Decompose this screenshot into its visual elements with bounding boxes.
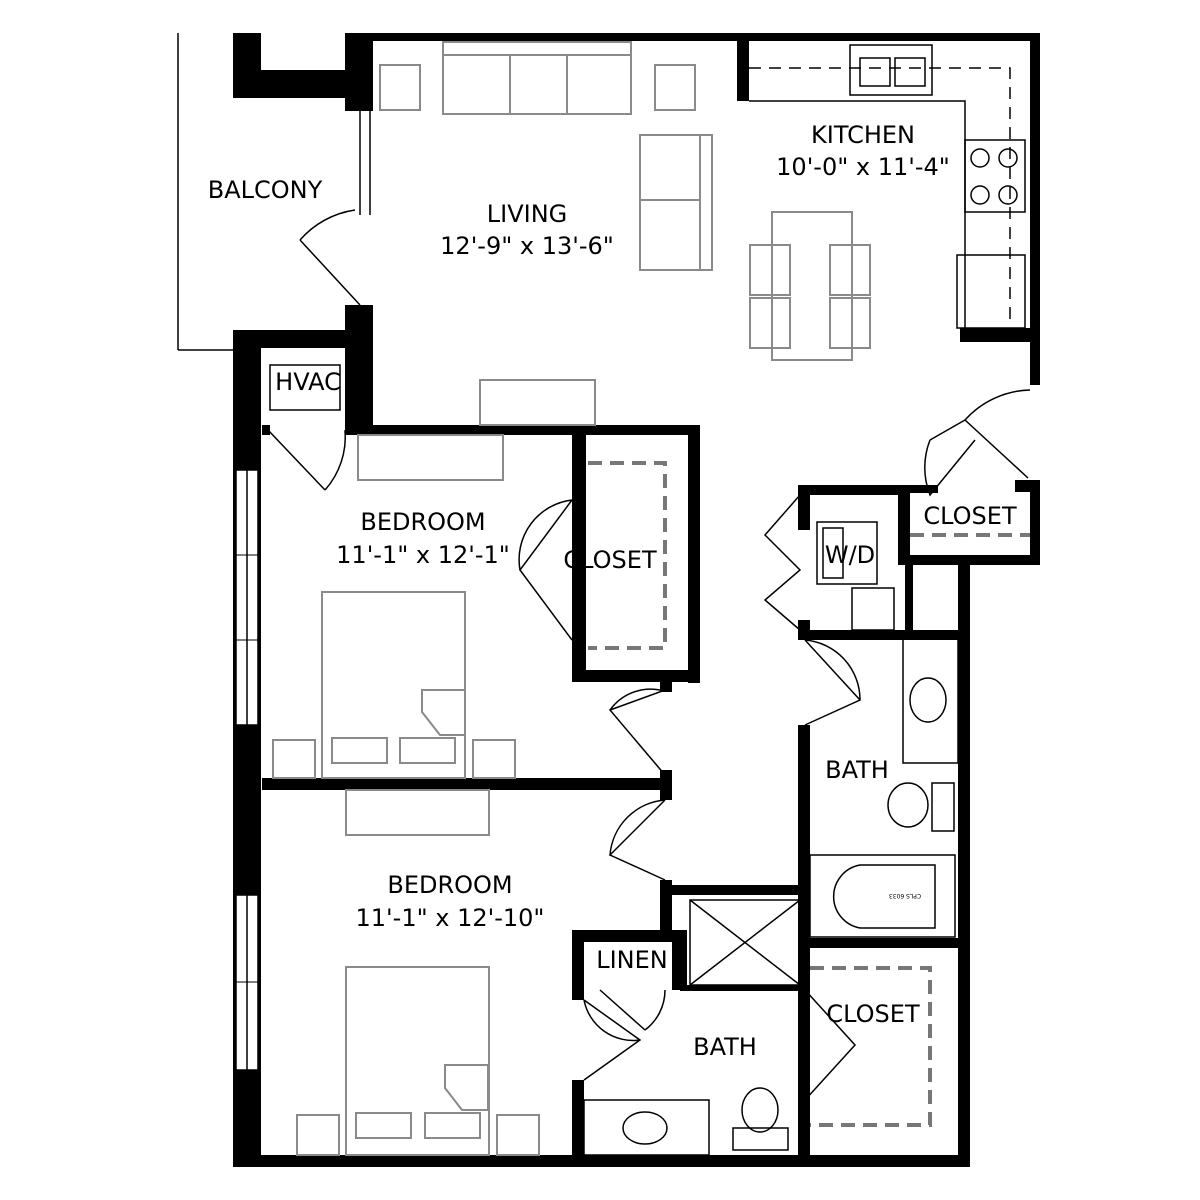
shower-icon xyxy=(689,899,801,986)
room-size-living: 12'-9" x 13'-6" xyxy=(440,232,614,260)
room-size-kitchen: 10'-0" x 11'-4" xyxy=(776,153,950,181)
sink-icon xyxy=(849,44,933,96)
walls xyxy=(233,33,1040,1167)
dresser-icon xyxy=(357,434,504,481)
room-label-bedroom-2: BEDROOM xyxy=(387,871,512,899)
vanity-icon xyxy=(902,637,959,764)
dining-table-icon xyxy=(771,211,853,361)
bathtub-icon xyxy=(809,854,956,938)
vanity-icon xyxy=(583,1099,710,1156)
furniture xyxy=(272,41,1030,1156)
doors xyxy=(267,110,1031,1101)
room-label-bedroom-2-closet: CLOSET xyxy=(826,1000,920,1028)
toilet-icon xyxy=(887,782,929,828)
armchair-icon xyxy=(639,134,713,271)
balcony xyxy=(177,33,233,351)
room-label-entry-closet: CLOSET xyxy=(923,502,1017,530)
room-label-kitchen: KITCHEN xyxy=(811,121,915,149)
sofa-icon xyxy=(442,41,632,115)
room-label-bath-1: BATH xyxy=(825,756,889,784)
kitchen-fixtures xyxy=(749,44,1026,329)
fridge-icon xyxy=(956,254,1026,329)
room-label-linen: LINEN xyxy=(596,946,668,974)
room-label-living: LIVING xyxy=(487,200,568,228)
washer-dryer-icon xyxy=(816,521,878,585)
bath-fixtures: CPLS 6033 xyxy=(269,364,959,1156)
toilet-icon xyxy=(741,1087,779,1133)
room-size-bedroom-1: 11'-1" x 12'-1" xyxy=(336,541,510,569)
room-label-hvac: HVAC xyxy=(275,368,341,396)
hvac-unit-icon xyxy=(269,364,341,411)
stove-icon xyxy=(964,139,1026,213)
bed-icon xyxy=(345,966,490,1156)
room-label-bedroom-1: BEDROOM xyxy=(360,508,485,536)
windows xyxy=(235,469,259,1071)
room-label-balcony: BALCONY xyxy=(208,176,323,204)
room-label-washer-dryer: W/D xyxy=(825,541,875,569)
bed-icon xyxy=(321,591,466,779)
room-label-bedroom-1-closet: CLOSET xyxy=(563,546,657,574)
tub-model-label: CPLS 6033 xyxy=(889,892,921,899)
room-size-bedroom-2: 11'-1" x 12'-10" xyxy=(356,904,545,932)
room-label-bath-2: BATH xyxy=(693,1033,757,1061)
